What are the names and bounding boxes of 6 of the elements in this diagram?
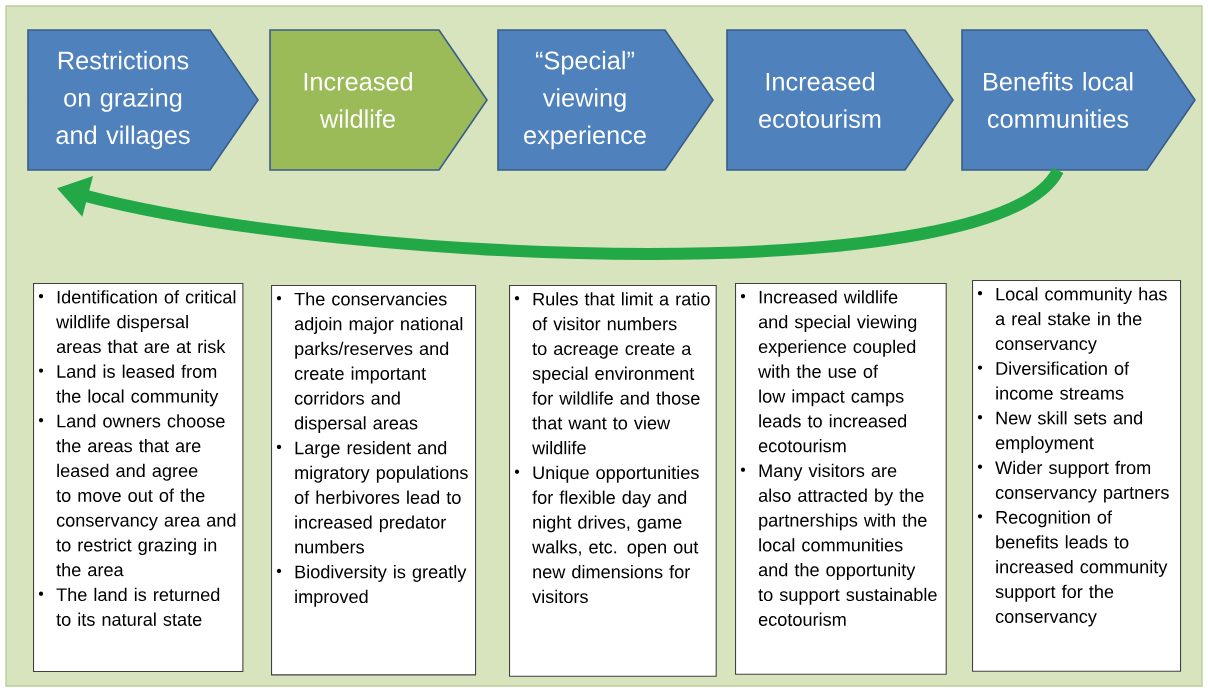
text-box: The conservancies adjoin major national parks/reserves and create important corridors and dispersal areas Large resident and migratory populations of herbivores lead to increased predator numbers Biodiversity is greatly improved [271,285,477,676]
text-box: Identification of critical wildlife dispersal areas that are at risk Land is leased from the local community Land owners choose the areas that are leased and agree to move out of the conservancy area and to restrict grazing in the area The land is returned to its natural state [33,283,244,673]
text-box: Increased wildlife and special viewing experience coupled with the use of low impact camps leads to increased ecotourism Many visitors are also attracted by the partnerships with the local communities and the opportunity to support sustainable ecotourism [735,283,947,675]
text-box: Local community has a real stake in the conservancy Diversification of income streams New skill sets and employment Wider support from conservancy partners Recognition of benefits leads to increased community support for the conservancy [972,280,1182,672]
text-box: Rules that limit a ratio of visitor numbers to acreage create a special environment for wildlife and those that want to view wildlife Unique opportunities for flexible day and night drives, game walks, etc. open out new dimensions for visitors [509,285,717,677]
pentagon-box: Benefits local communities [961,29,1196,171]
